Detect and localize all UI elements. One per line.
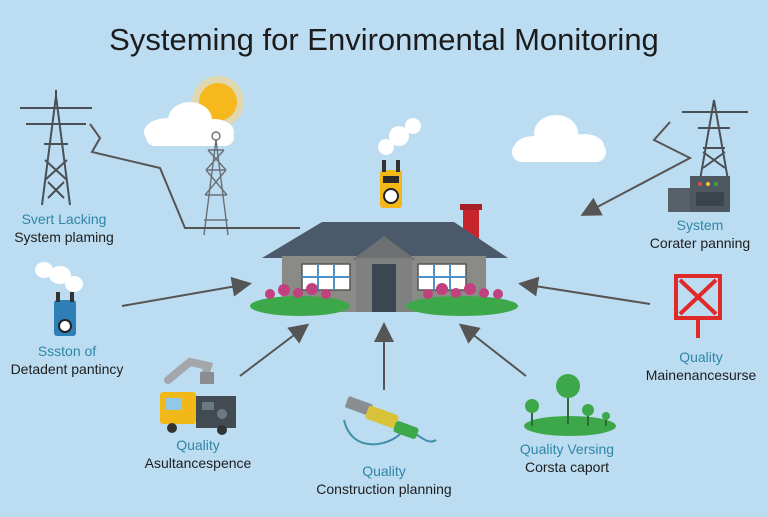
label-bottom-right-line2: Corsta caport	[524, 459, 610, 475]
trees-icon	[524, 374, 616, 436]
label-top-left-line1: Svert Lacking	[21, 211, 107, 227]
door	[372, 264, 396, 312]
label-mid-left-line2: Detadent pantincy	[10, 361, 124, 377]
label-mid-left: Ssston of Detadent pantincy	[2, 342, 132, 378]
connector-top-right	[580, 121, 693, 216]
connector-lines	[89, 121, 693, 390]
excavator-icon	[160, 357, 236, 435]
arrow-mid-right	[518, 276, 651, 305]
label-bottom-center: Quality Construction planning	[304, 462, 464, 498]
label-bottom-left-line2: Asultancespence	[144, 455, 252, 471]
power-pylon-icon	[682, 99, 748, 181]
cloud-icon	[144, 102, 234, 146]
label-mid-right-line1: Quality	[679, 349, 723, 365]
label-top-right: System Corater panning	[636, 216, 764, 252]
label-bottom-center-line1: Quality	[362, 463, 406, 479]
label-mid-right-line2: Mainenancesurse	[645, 367, 757, 383]
label-bottom-left-line1: Quality	[176, 437, 220, 453]
cloud-icon	[512, 115, 606, 162]
power-pylon-icon	[20, 90, 92, 206]
sensor-icon	[35, 262, 83, 336]
antenna-tower-icon	[203, 131, 229, 236]
label-bottom-right-line1: Quality Versing	[519, 441, 615, 457]
warning-sign-icon	[674, 274, 722, 338]
control-cabinet-icon	[668, 176, 730, 212]
sensor-icon	[378, 118, 421, 208]
label-bottom-center-line2: Construction planning	[316, 481, 452, 497]
label-mid-right: Quality Mainenancesurse	[634, 348, 768, 384]
page-title: Systeming for Environmental Monitoring	[109, 22, 659, 57]
label-top-right-line1: System	[676, 217, 724, 233]
house-icon	[250, 204, 518, 316]
label-top-left: Svert Lacking System plaming	[4, 210, 124, 246]
cable-tool-icon	[343, 396, 437, 446]
arrow-bottom-right	[458, 323, 527, 377]
label-mid-left-line1: Ssston of	[37, 343, 97, 359]
label-bottom-right: Quality Versing Corsta caport	[502, 440, 632, 476]
label-top-left-line2: System plaming	[14, 229, 114, 245]
arrow-bottom-left	[239, 323, 310, 377]
connector-top-left	[89, 123, 300, 229]
arrow-mid-left	[121, 276, 252, 307]
label-top-right-line2: Corater panning	[649, 235, 751, 251]
label-bottom-left: Quality Asultancespence	[130, 436, 266, 472]
